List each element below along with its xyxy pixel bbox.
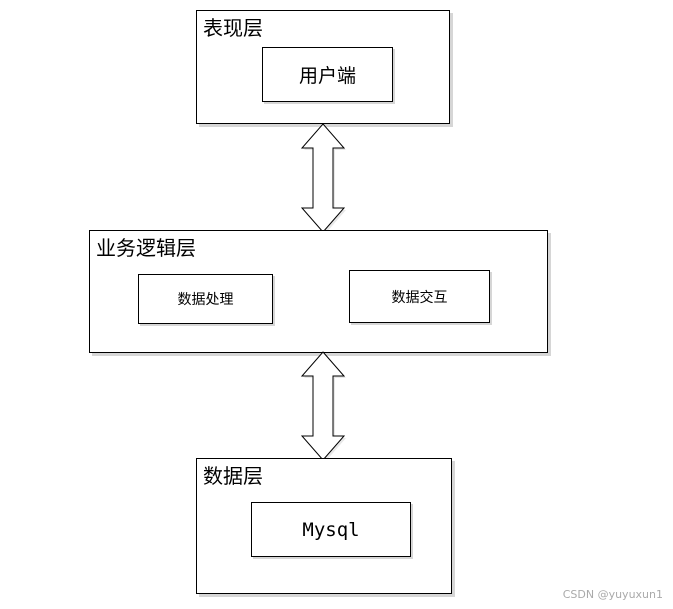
watermark: CSDN @yuyuxun1 (562, 588, 663, 601)
bidirectional-arrow-bottom (300, 351, 346, 462)
data-processing-box: 数据处理 (138, 274, 273, 324)
data-layer-title: 数据层 (203, 464, 263, 488)
presentation-layer-title: 表现层 (203, 16, 263, 40)
data-layer: 数据层 Mysql (196, 458, 452, 594)
business-layer-title: 业务逻辑层 (96, 236, 196, 260)
data-interaction-box: 数据交互 (349, 270, 490, 323)
mysql-box: Mysql (251, 502, 411, 557)
presentation-layer: 表现层 用户端 (196, 10, 450, 124)
bidirectional-arrow-top (300, 123, 346, 234)
client-box: 用户端 (262, 47, 393, 102)
data-interaction-label: 数据交互 (391, 289, 448, 306)
client-label: 用户端 (298, 65, 356, 87)
data-processing-label: 数据处理 (177, 292, 234, 308)
mysql-label: Mysql (302, 518, 360, 541)
business-logic-layer: 业务逻辑层 数据处理 数据交互 (89, 230, 548, 353)
